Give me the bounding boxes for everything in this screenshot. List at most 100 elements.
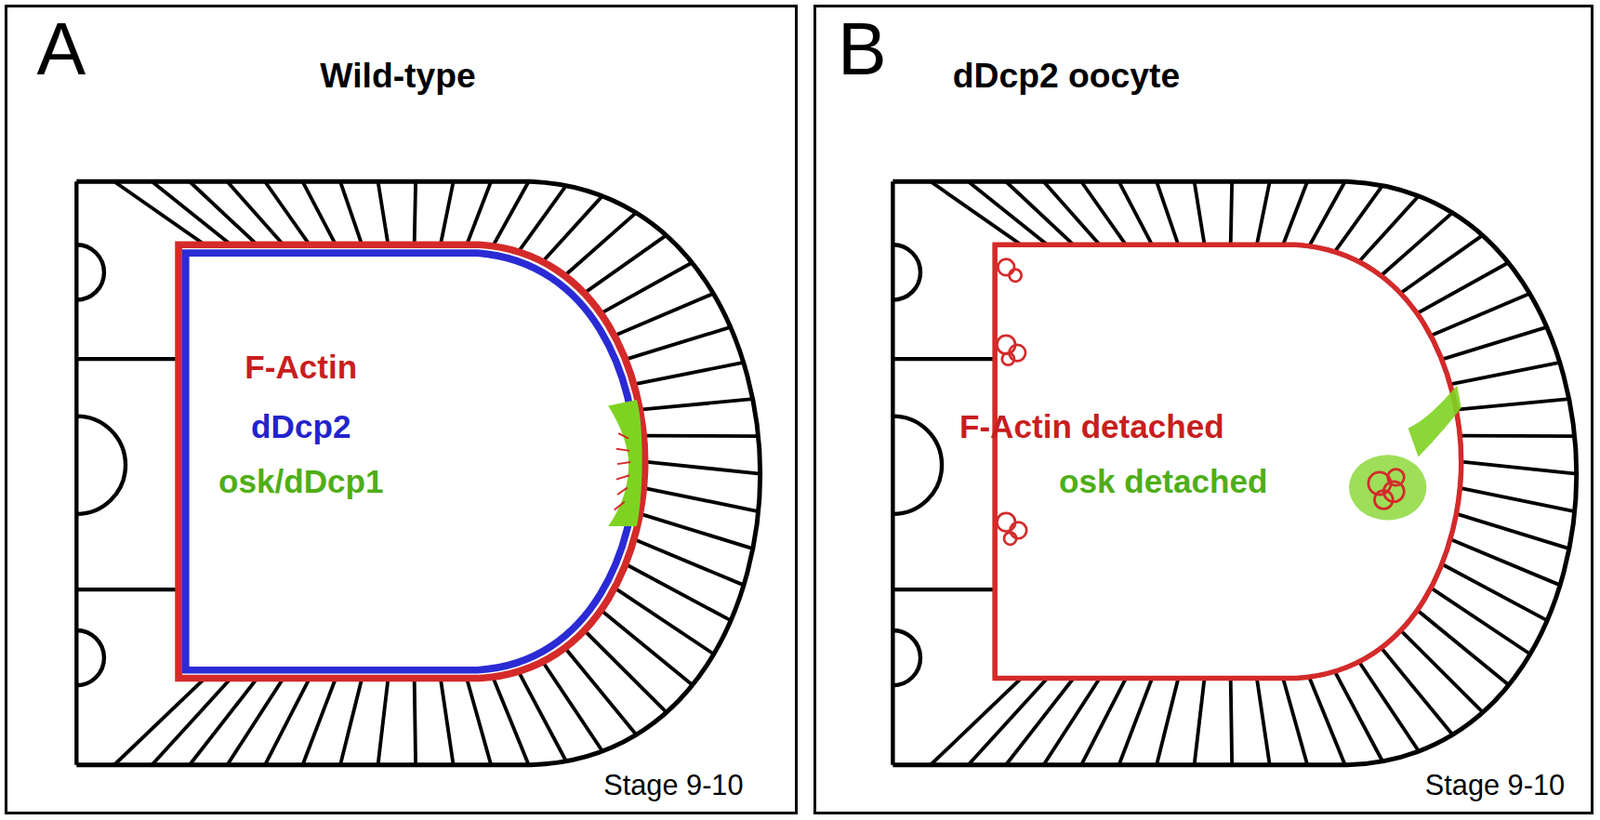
follicle-cell-stripe [226, 181, 283, 245]
follicle-cell-stripe [1194, 678, 1205, 766]
follicle-cell-stripe [1119, 678, 1153, 766]
follicle-cell-stripe [643, 434, 758, 438]
follicle-cell-stripe [1455, 398, 1569, 410]
nurse-cells [76, 181, 179, 765]
follicle-cell-stripe [340, 678, 362, 766]
follicle-cell-stripe [1282, 678, 1308, 766]
follicle-cell-stripe [1441, 327, 1548, 360]
follicle-cell-stripe [303, 181, 337, 245]
stage-label: Stage 9-10 [603, 771, 743, 801]
follicle-cell-stripe [614, 587, 715, 654]
follicle-outline [76, 181, 760, 765]
follicle-cell-stripe [1256, 678, 1270, 766]
follicle-cell-stripe [440, 181, 454, 245]
oocyte-region: F-Actin detachedosk detached [994, 244, 1462, 678]
follicle-cell-stripe [1381, 647, 1454, 735]
panel-box: BdDcp2 oocyteStage 9-10F-Actin detachedo… [813, 4, 1595, 814]
follicle-cell-stripe [1044, 181, 1100, 245]
oocyte-region: F-Actin dDcp2 osk/dDcp1 [178, 244, 646, 678]
follicle-cell-stripe [1156, 181, 1178, 245]
actin-filaments [614, 433, 632, 510]
marker-label: F-Actin [244, 351, 358, 384]
follicle-cell-stripe [1309, 676, 1346, 766]
follicle-cell-stripe [1455, 514, 1569, 549]
osk-stream [1408, 385, 1462, 458]
follicle-cell-stripe [542, 661, 603, 752]
follicle-cell-stripe [967, 181, 1047, 245]
stage-label: Stage 9-10 [1425, 771, 1565, 801]
panel-title: dDcp2 oocyte [952, 59, 1181, 94]
follicle-cell-stripe [625, 564, 731, 622]
follicle-cell-stripe [1441, 564, 1548, 622]
follicle-cell-stripe [1005, 181, 1074, 245]
follicle-cell-stripe [1430, 293, 1530, 336]
follicle-cell-stripe [1450, 362, 1561, 384]
follicle-cell-stripe [1230, 181, 1232, 245]
follicle-cell-stripe [466, 678, 491, 766]
follicle-cell-stripe [466, 181, 491, 245]
f-actin-cortex [178, 244, 646, 678]
marker-label: osk detached [1058, 464, 1268, 498]
follicle-cells [930, 181, 1577, 765]
egg-chamber [76, 181, 760, 765]
oocyte-outline [178, 244, 646, 678]
egg-chamber [892, 181, 1576, 765]
follicle-cell-stripe [1461, 462, 1577, 475]
follicle-cell-stripe [1401, 630, 1483, 713]
follicle-cell-stripe [1335, 671, 1383, 762]
follicle-cell-stripe [565, 647, 637, 735]
follicle-cell-stripe [264, 678, 310, 766]
follicle-cell-stripe [930, 678, 1021, 766]
follicle-cell-stripe [1359, 661, 1419, 752]
follicle-cell-stripe [1081, 678, 1126, 766]
panel-letter: A [36, 12, 86, 86]
follicle-cell-stripe [634, 362, 744, 384]
follicle-cell-stripe [492, 676, 529, 766]
follicle-cell-stripe [600, 262, 692, 314]
follicle-cell-stripe [600, 609, 692, 686]
follicle-cell-stripe [492, 181, 529, 246]
actin-aggregates [996, 259, 1404, 545]
osk-crescent [608, 399, 643, 527]
follicle-cell-stripe [584, 630, 667, 713]
osk-aggregate [1348, 454, 1427, 520]
follicle-cell-stripe [518, 671, 567, 762]
follicle-cell-stripe [1256, 181, 1270, 245]
follicle-cell-stripe [1156, 678, 1178, 766]
panel-box: A Wild-typeStage 9-10 F-Actin dDcp2 osk/dDcp… [4, 4, 798, 814]
follicle-cell-stripe [114, 678, 205, 766]
follicle-cell-stripe [378, 181, 389, 245]
follicle-cell-stripe [378, 678, 389, 766]
panel-letter: B [837, 12, 887, 86]
follicle-cell-stripe [414, 181, 416, 245]
follicle-cell-stripe [645, 462, 761, 475]
follicle-cell-stripe [639, 514, 753, 549]
follicle-cell-stripe [1119, 181, 1153, 245]
ddcp2-cortex [185, 252, 636, 671]
follicle-cell-stripe [1416, 262, 1508, 314]
follicle-cell-stripe [1194, 181, 1205, 245]
follicle-cell-stripe [151, 181, 231, 245]
follicle-cell-stripe [1044, 678, 1100, 766]
follicle-cell-stripe [1230, 678, 1232, 766]
marker-label: dDcp2 [251, 409, 351, 443]
marker-label: osk/dDcp1 [218, 464, 384, 498]
marker-label: F-Actin detached [959, 409, 1225, 443]
follicle-cell-stripe [440, 678, 454, 766]
follicle-outline [892, 181, 1576, 765]
follicle-cell-stripe [1005, 678, 1074, 766]
follicle-cell-stripe [1430, 587, 1531, 654]
follicle-cell-stripe [1081, 181, 1126, 245]
f-actin-cortex [994, 244, 1462, 678]
follicle-cell-stripe [414, 678, 416, 766]
follicle-cell-stripe [643, 488, 758, 512]
follicle-cell-stripe [1282, 181, 1308, 245]
follicle-cell-stripe [1459, 434, 1574, 438]
follicle-cell-stripe [1416, 609, 1508, 686]
panel-title: Wild-type [319, 59, 477, 94]
follicle-cell-stripe [340, 181, 362, 245]
nurse-cells [892, 181, 995, 765]
follicle-cell-stripe [1459, 488, 1574, 512]
follicle-cell-stripe [639, 398, 753, 410]
